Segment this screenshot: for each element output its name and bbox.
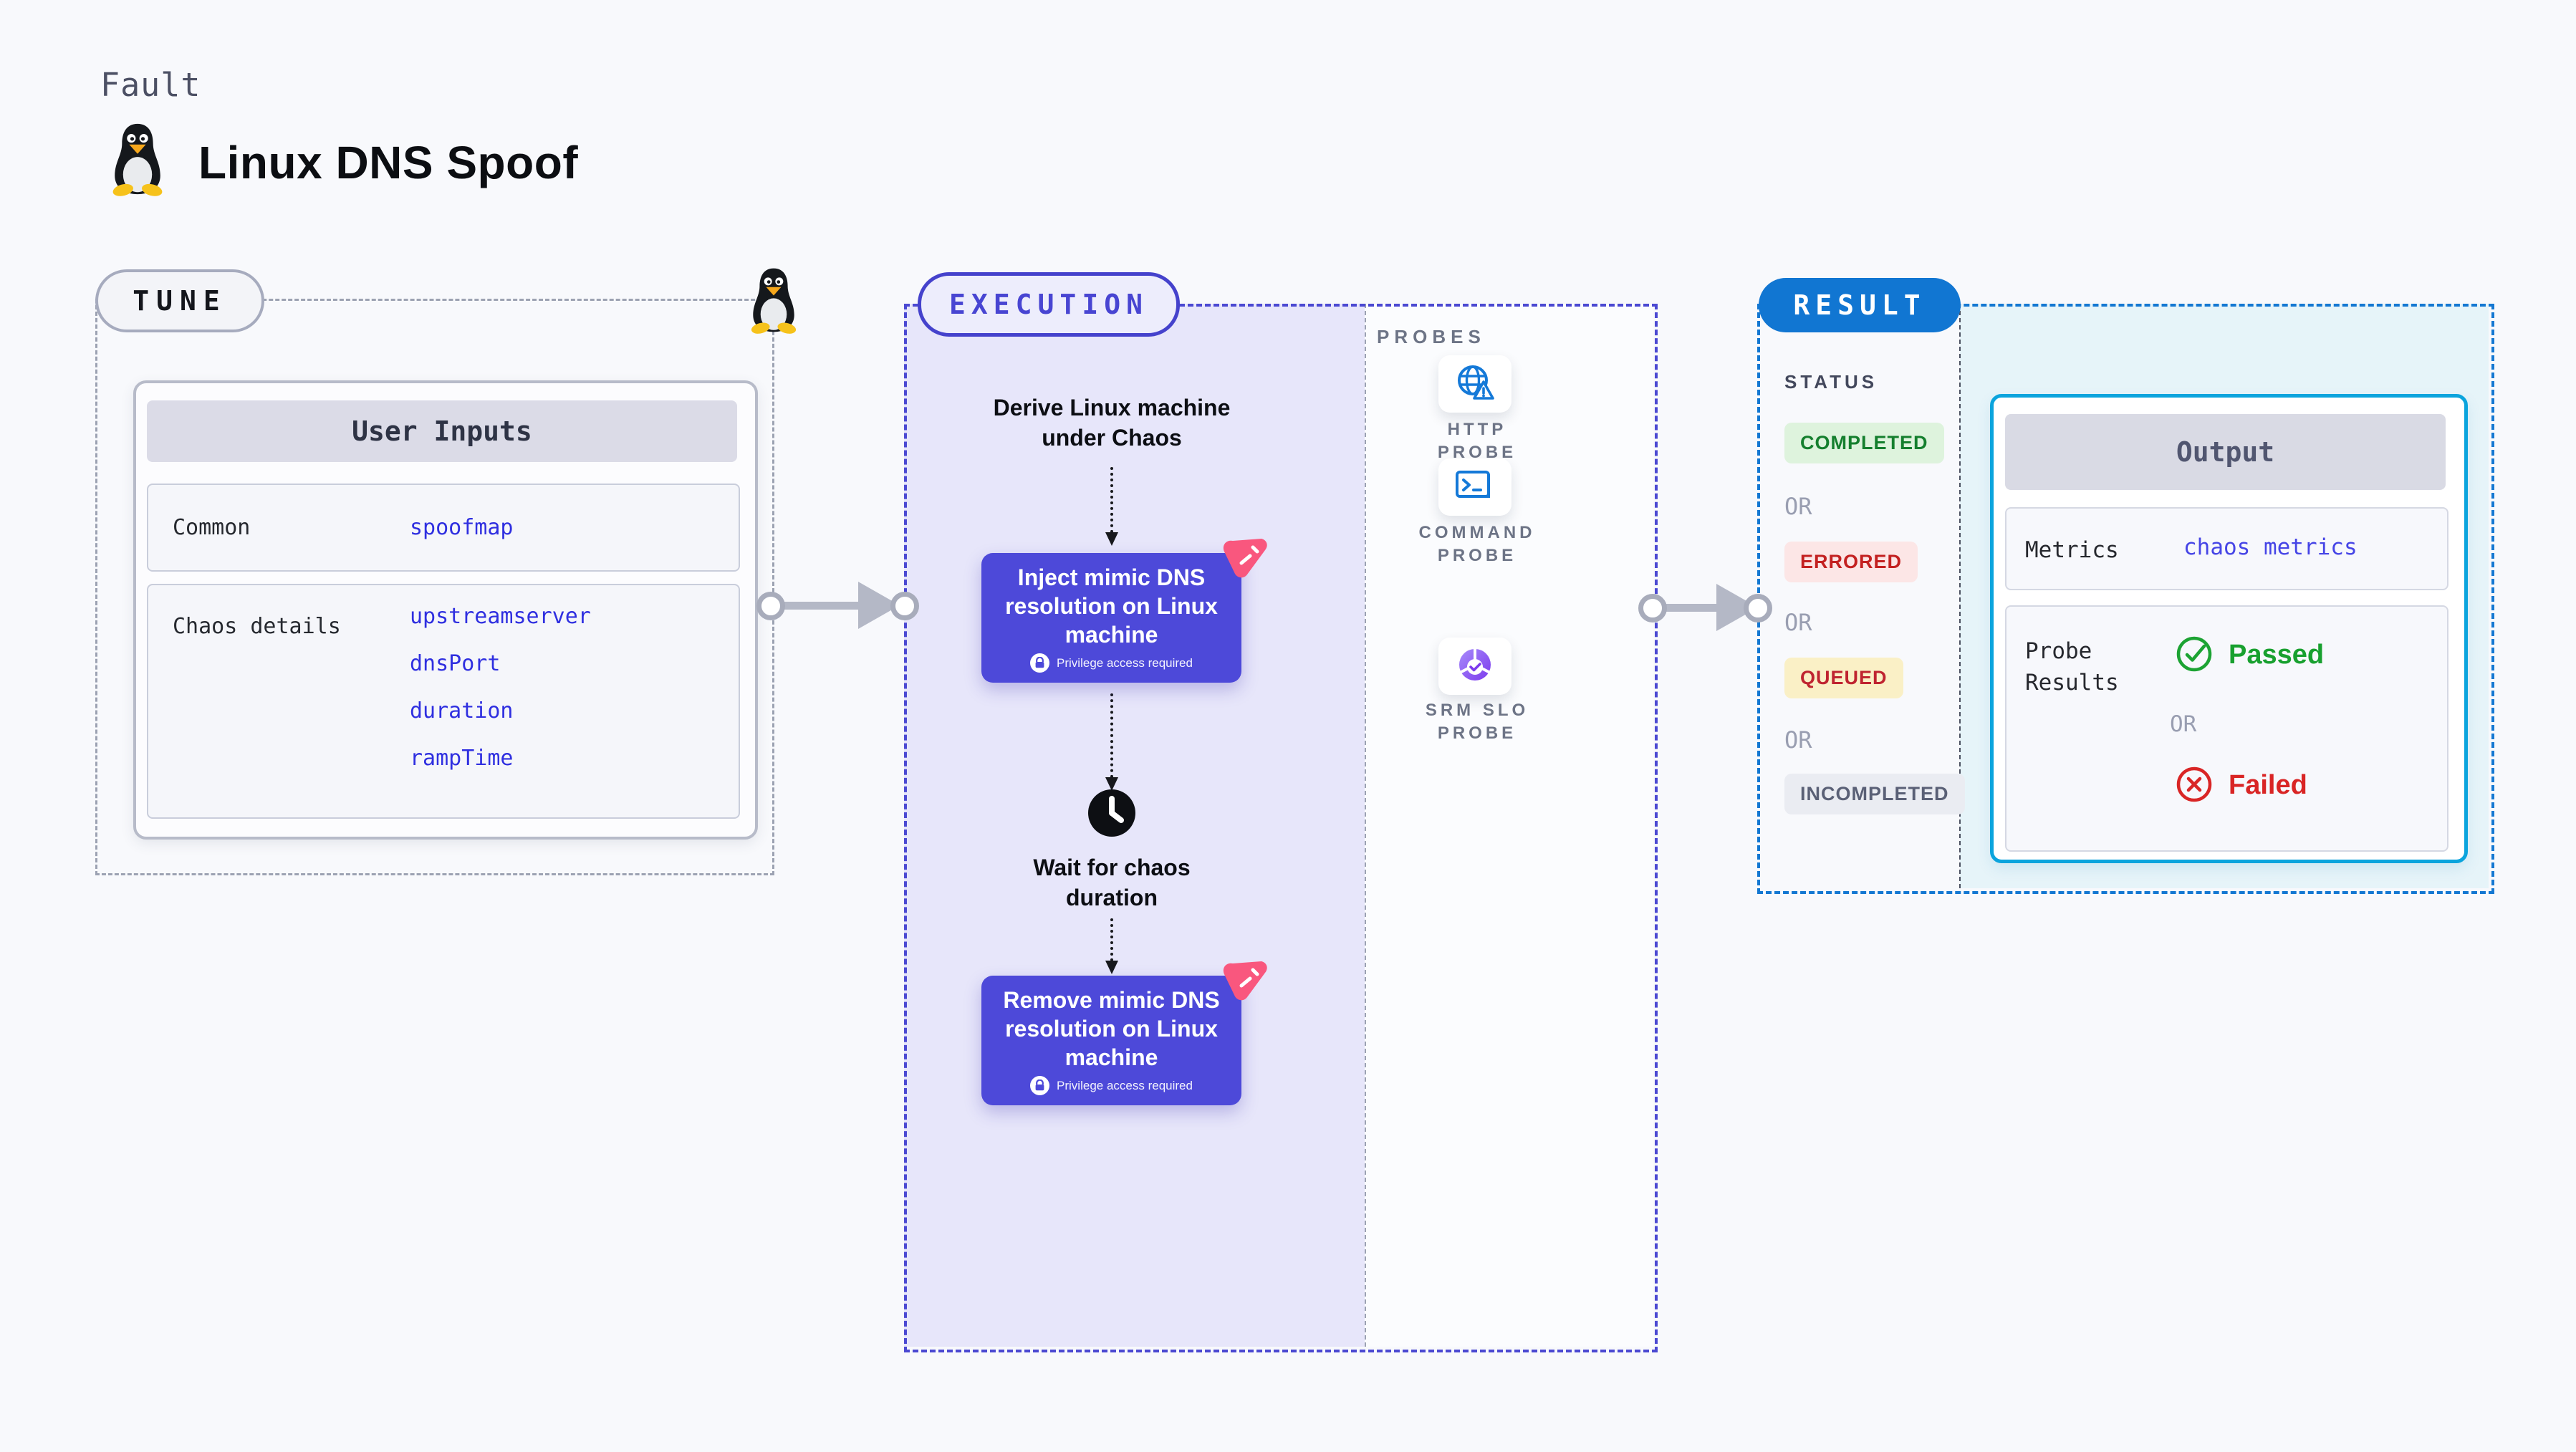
output-row-metrics: Metrics chaos metrics <box>2005 507 2448 590</box>
passed-label: Passed <box>2229 640 2325 670</box>
inject-step-text: Inject mimic DNS resolution on Linux mac… <box>1005 564 1218 648</box>
tune-container <box>95 299 774 875</box>
row-label: Common <box>173 515 251 540</box>
chaos-fault-icon <box>1220 534 1269 580</box>
status-badge-completed: COMPLETED <box>1784 423 1944 463</box>
tune-section-pill: TUNE <box>95 269 264 332</box>
clock-icon <box>1087 788 1137 842</box>
command-probe-card <box>1438 458 1512 516</box>
privilege-note: Privilege access required <box>1030 1076 1193 1095</box>
user-inputs-row-common: Common spoofmap <box>147 484 740 572</box>
command-probe-label: COMMAND PROBE <box>1418 523 1536 565</box>
status-badge-queued: QUEUED <box>1784 658 1903 698</box>
connector-dot <box>1638 594 1667 622</box>
failed-label: Failed <box>2229 770 2307 800</box>
result-section-pill: RESULT <box>1759 278 1961 332</box>
probes-heading: PROBES <box>1377 326 1486 347</box>
output-row-probe-results: Probe Results Passed OR Failed <box>2005 605 2448 852</box>
http-probe-label: HTTP PROBE <box>1437 420 1517 462</box>
metrics-value: chaos metrics <box>2183 534 2358 560</box>
lock-icon <box>1030 1076 1050 1095</box>
flow-arrow-down <box>1105 918 1118 974</box>
remove-step-text: Remove mimic DNS resolution on Linux mac… <box>1003 987 1220 1070</box>
status-output-divider <box>1959 304 1961 888</box>
row-value: duration <box>410 698 514 723</box>
execution-to-result-arrow <box>1652 604 1721 612</box>
globe-alert-icon <box>1455 364 1495 405</box>
tune-to-execution-arrow <box>770 602 860 610</box>
or-separator: OR <box>1784 726 1812 754</box>
execution-container <box>904 304 1658 1352</box>
flow-arrow-down <box>1105 467 1118 546</box>
flow-arrow-down <box>1105 693 1118 791</box>
inject-step-box: Inject mimic DNS resolution on Linux mac… <box>981 553 1241 683</box>
srm-slo-probe-card <box>1438 638 1512 695</box>
status-heading: STATUS <box>1784 371 1878 393</box>
srm-slo-probe-label: SRM SLO PROBE <box>1425 701 1529 743</box>
connector-dot <box>1744 594 1772 622</box>
row-value: rampTime <box>410 746 514 771</box>
http-probe-card <box>1438 355 1512 413</box>
connector-dot <box>756 592 785 620</box>
passed-check-icon <box>2176 635 2213 676</box>
execution-section-pill: EXECUTION <box>918 272 1180 337</box>
metrics-label: Metrics <box>2025 537 2119 563</box>
connector-dot <box>890 592 919 620</box>
wait-step-text: Wait for chaos duration <box>1033 855 1191 910</box>
fault-kicker: Fault <box>100 66 201 104</box>
lock-icon <box>1030 653 1050 673</box>
page-title: Linux DNS Spoof <box>198 137 579 188</box>
slo-pie-check-icon <box>1456 645 1494 688</box>
user-inputs-header: User Inputs <box>147 400 737 462</box>
user-inputs-row-chaos-details: Chaos details upstreamserver dnsPort dur… <box>147 584 740 819</box>
remove-step-box: Remove mimic DNS resolution on Linux mac… <box>981 976 1241 1105</box>
linux-tux-icon <box>745 266 802 334</box>
row-value: upstreamserver <box>410 604 591 629</box>
privilege-note-text: Privilege access required <box>1057 1078 1193 1092</box>
probe-results-label: Probe Results <box>2025 638 2119 696</box>
or-separator: OR <box>1784 493 1812 520</box>
output-header: Output <box>2005 414 2446 490</box>
privilege-note-text: Privilege access required <box>1057 655 1193 670</box>
failed-cross-icon <box>2176 766 2213 807</box>
status-badge-incompleted: INCOMPLETED <box>1784 774 1965 814</box>
row-value: dnsPort <box>410 651 501 676</box>
chaos-fault-icon <box>1220 957 1269 1003</box>
row-value: spoofmap <box>410 515 514 540</box>
row-label: Chaos details <box>173 614 341 639</box>
derive-step-text: Derive Linux machine under Chaos <box>993 395 1231 451</box>
or-separator: OR <box>2170 711 2197 737</box>
or-separator: OR <box>1784 609 1812 636</box>
status-badge-errored: ERRORED <box>1784 542 1918 582</box>
linux-tux-icon <box>106 122 169 196</box>
privilege-note: Privilege access required <box>1030 653 1193 673</box>
execution-flow-background <box>904 304 1365 1347</box>
terminal-icon <box>1455 469 1495 506</box>
